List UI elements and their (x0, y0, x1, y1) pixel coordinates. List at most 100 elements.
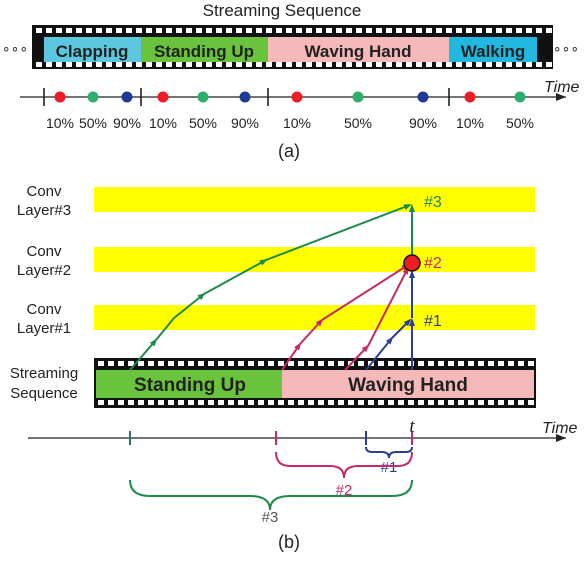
panel-b-caption: (b) (278, 532, 300, 552)
sample-dot (157, 91, 169, 103)
sprocket-hole (166, 62, 172, 67)
sprocket-hole (448, 400, 454, 405)
sprocket-hole (136, 62, 142, 67)
sprocket-hole (108, 361, 114, 366)
sprocket-hole (46, 28, 52, 33)
sprocket-hole (256, 62, 262, 67)
sprocket-hole (86, 62, 92, 67)
sprocket-hole (86, 28, 92, 33)
sprocket-hole (528, 400, 534, 405)
sprocket-hole (158, 361, 164, 366)
sprocket-hole (326, 28, 332, 33)
time-axis-label-a: Time (544, 79, 580, 96)
time-axis-label-b: Time (542, 420, 578, 437)
percent-label: 10% (456, 115, 484, 131)
sprocket-hole (226, 28, 232, 33)
sprocket-hole (508, 400, 514, 405)
sprocket-hole (486, 28, 492, 33)
sprocket-hole (478, 400, 484, 405)
segment-standing-up (141, 37, 268, 62)
sprocket-hole (266, 62, 272, 67)
sprocket-hole (138, 400, 144, 405)
sprocket-hole (146, 28, 152, 33)
sprocket-hole (198, 361, 204, 366)
conv-layer-2-band (94, 247, 535, 272)
sprocket-hole (378, 361, 384, 366)
sprocket-hole (468, 400, 474, 405)
sprocket-hole (96, 62, 102, 67)
sprocket-hole (268, 400, 274, 405)
sprocket-hole (506, 62, 512, 67)
conv-layer-1-band (94, 305, 535, 330)
sprocket-hole (176, 28, 182, 33)
sample-dot (417, 91, 429, 103)
panel-b: Conv Layer#3 Conv Layer#2 Conv Layer#1 S… (10, 183, 578, 552)
sprocket-hole (366, 28, 372, 33)
sprocket-hole (198, 400, 204, 405)
sprocket-hole (508, 361, 514, 366)
sprocket-hole (226, 62, 232, 67)
sprocket-hole (418, 400, 424, 405)
percent-label: 10% (149, 115, 177, 131)
sprocket-hole (298, 361, 304, 366)
sprocket-hole (426, 62, 432, 67)
sample-dot (291, 91, 303, 103)
sprocket-hole (288, 400, 294, 405)
segment-label-walking: Walking (461, 42, 526, 61)
sprocket-hole (246, 62, 252, 67)
sprocket-hole (126, 62, 132, 67)
sprocket-hole (536, 62, 542, 67)
sprocket-hole (306, 62, 312, 67)
sprocket-hole (178, 361, 184, 366)
sprocket-hole (438, 400, 444, 405)
sprocket-hole (528, 361, 534, 366)
receptive-path-3 (129, 204, 415, 371)
t-label: t (409, 416, 415, 437)
sprocket-hole (396, 62, 402, 67)
sprocket-hole (258, 400, 264, 405)
sprocket-hole (398, 400, 404, 405)
panel-a-title: Streaming Sequence (203, 1, 362, 20)
conv-layer-3-band (94, 187, 535, 212)
sprocket-hole (466, 28, 472, 33)
sprocket-hole (56, 28, 62, 33)
sprocket-hole (286, 62, 292, 67)
sprocket-hole (118, 400, 124, 405)
sprocket-hole (216, 28, 222, 33)
sprocket-hole (46, 62, 52, 67)
stream-label-line2: Sequence (10, 385, 78, 402)
brace-3 (129, 479, 413, 511)
sprocket-hole (496, 28, 502, 33)
sprocket-hole (206, 62, 212, 67)
layer1-label-line2: Layer#1 (17, 320, 71, 337)
sprocket-hole (316, 28, 322, 33)
percent-label: 50% (506, 115, 534, 131)
segment-walking (449, 37, 537, 62)
sprocket-hole (376, 28, 382, 33)
sprocket-hole (386, 28, 392, 33)
ellipsis-left: ∘∘∘ (2, 40, 28, 56)
sprocket-hole (166, 28, 172, 33)
sprocket-hole (98, 361, 104, 366)
percent-label: 50% (79, 115, 107, 131)
sprocket-hole (328, 400, 334, 405)
sprocket-hole (476, 28, 482, 33)
segment-label-standing-up: Standing Up (154, 42, 254, 61)
sprocket-hole (356, 62, 362, 67)
sprocket-hole (346, 28, 352, 33)
sprocket-hole (386, 62, 392, 67)
sprocket-hole (506, 28, 512, 33)
node-label-1: #1 (424, 313, 442, 330)
sprocket-hole (296, 62, 302, 67)
sample-dot (121, 91, 133, 103)
sprocket-hole (276, 28, 282, 33)
sprocket-hole (36, 62, 42, 67)
sample-dot (352, 91, 364, 103)
sprocket-hole (278, 400, 284, 405)
sprocket-hole (188, 400, 194, 405)
sprocket-hole (126, 28, 132, 33)
sprocket-hole (36, 28, 42, 33)
sprocket-hole (106, 28, 112, 33)
sprocket-hole (536, 28, 542, 33)
